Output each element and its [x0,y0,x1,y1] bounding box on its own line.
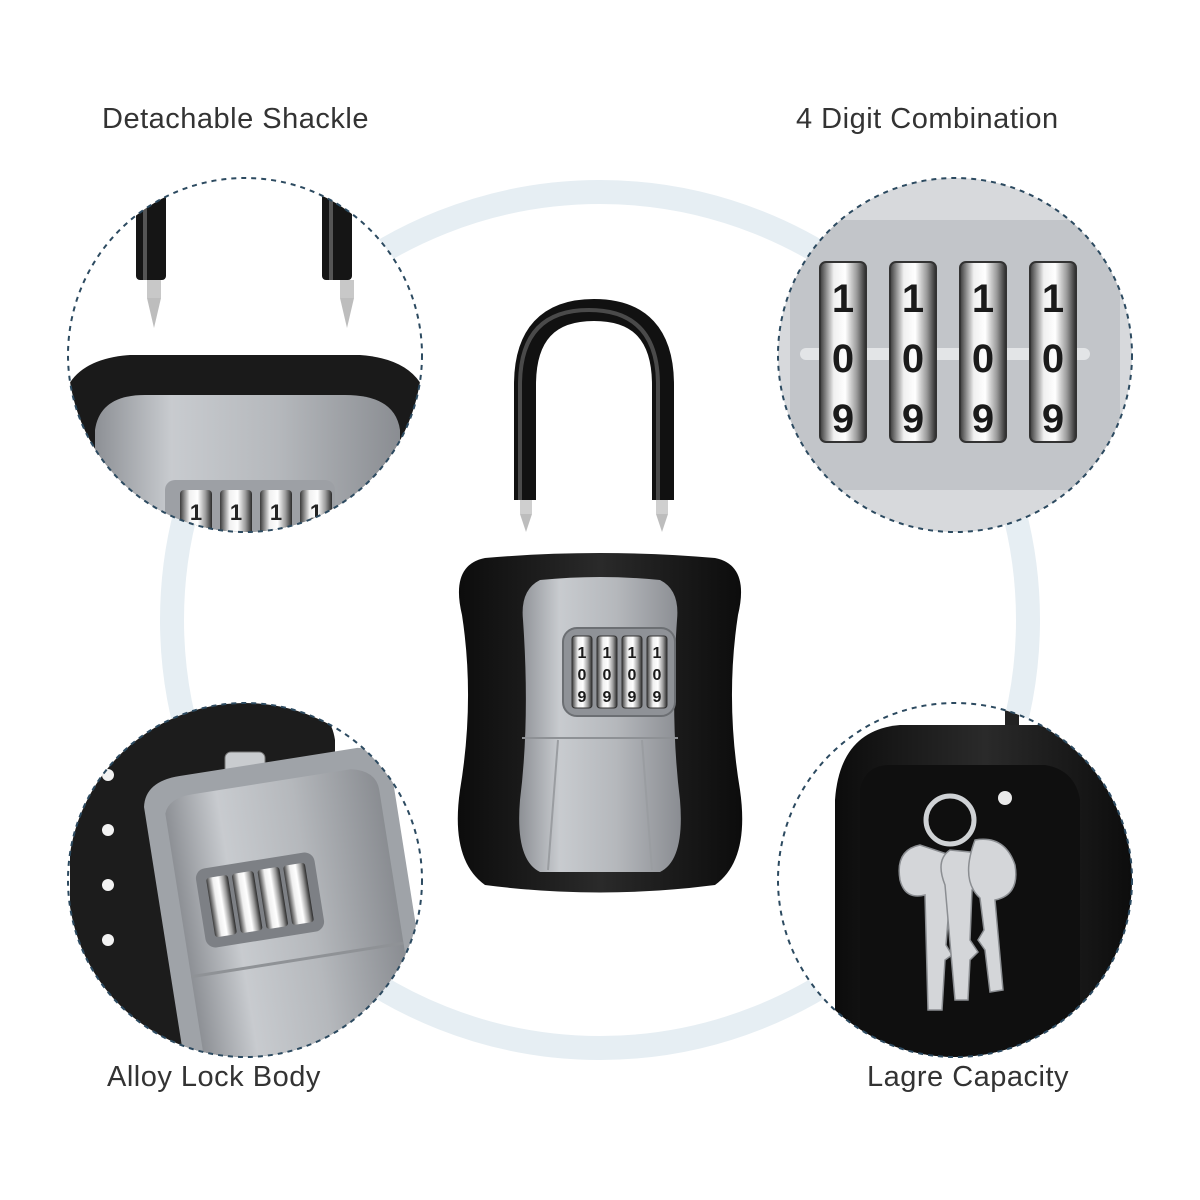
dial-digit: 0 [628,667,637,684]
dial-digit: 9 [972,397,994,441]
feature-label-alloy-body: Alloy Lock Body [107,1061,321,1093]
detail-circle-capacity [777,702,1133,1058]
dial-digit: 9 [603,689,612,706]
detail-circle-shackle: 1 1 1 1 [67,177,423,533]
dial-digit: 9 [578,689,587,706]
lock-front-panel [519,577,681,872]
key-lock-box-product: 1 1 1 1 0 0 0 0 9 9 9 9 [457,298,743,893]
dial-digit: 1 [603,645,612,662]
dial-digit: 9 [653,689,662,706]
dial-digit: 1 [902,277,924,321]
detail-circle-combination: 1 1 1 1 0 0 0 0 9 9 9 9 [777,177,1133,533]
feature-label-combination: 4 Digit Combination [796,103,1059,135]
dial-digit: 9 [628,689,637,706]
background-ring [160,180,1040,1060]
feature-label-capacity: Lagre Capacity [867,1061,1070,1093]
dial-digit: 1 [1042,277,1064,321]
dial-digit: 1 [628,645,637,662]
dial-digit: 0 [902,337,924,381]
dial-digit: 0 [653,667,662,684]
feature-label-detachable-shackle: Detachable Shackle [102,103,369,135]
dial-digit: 1 [190,500,202,525]
dial-digit: 1 [653,645,662,662]
dial-digit: 1 [972,277,994,321]
dial-digit: 0 [832,337,854,381]
shackle [514,298,674,500]
dial-digit: 9 [902,397,924,441]
dial-digit: 9 [832,397,854,441]
dial-digit: 0 [1042,337,1064,381]
dial-digit: 1 [310,500,322,525]
dial-digit: 9 [1042,397,1064,441]
dial-digit: 0 [972,337,994,381]
dial-digit: 0 [578,667,587,684]
dial-digit: 1 [578,645,587,662]
dial-digit: 1 [832,277,854,321]
detail-circle-alloy-body [67,702,423,1058]
dial-digit: 1 [230,500,242,525]
dial-digit: 0 [603,667,612,684]
dial-digit: 1 [270,500,282,525]
